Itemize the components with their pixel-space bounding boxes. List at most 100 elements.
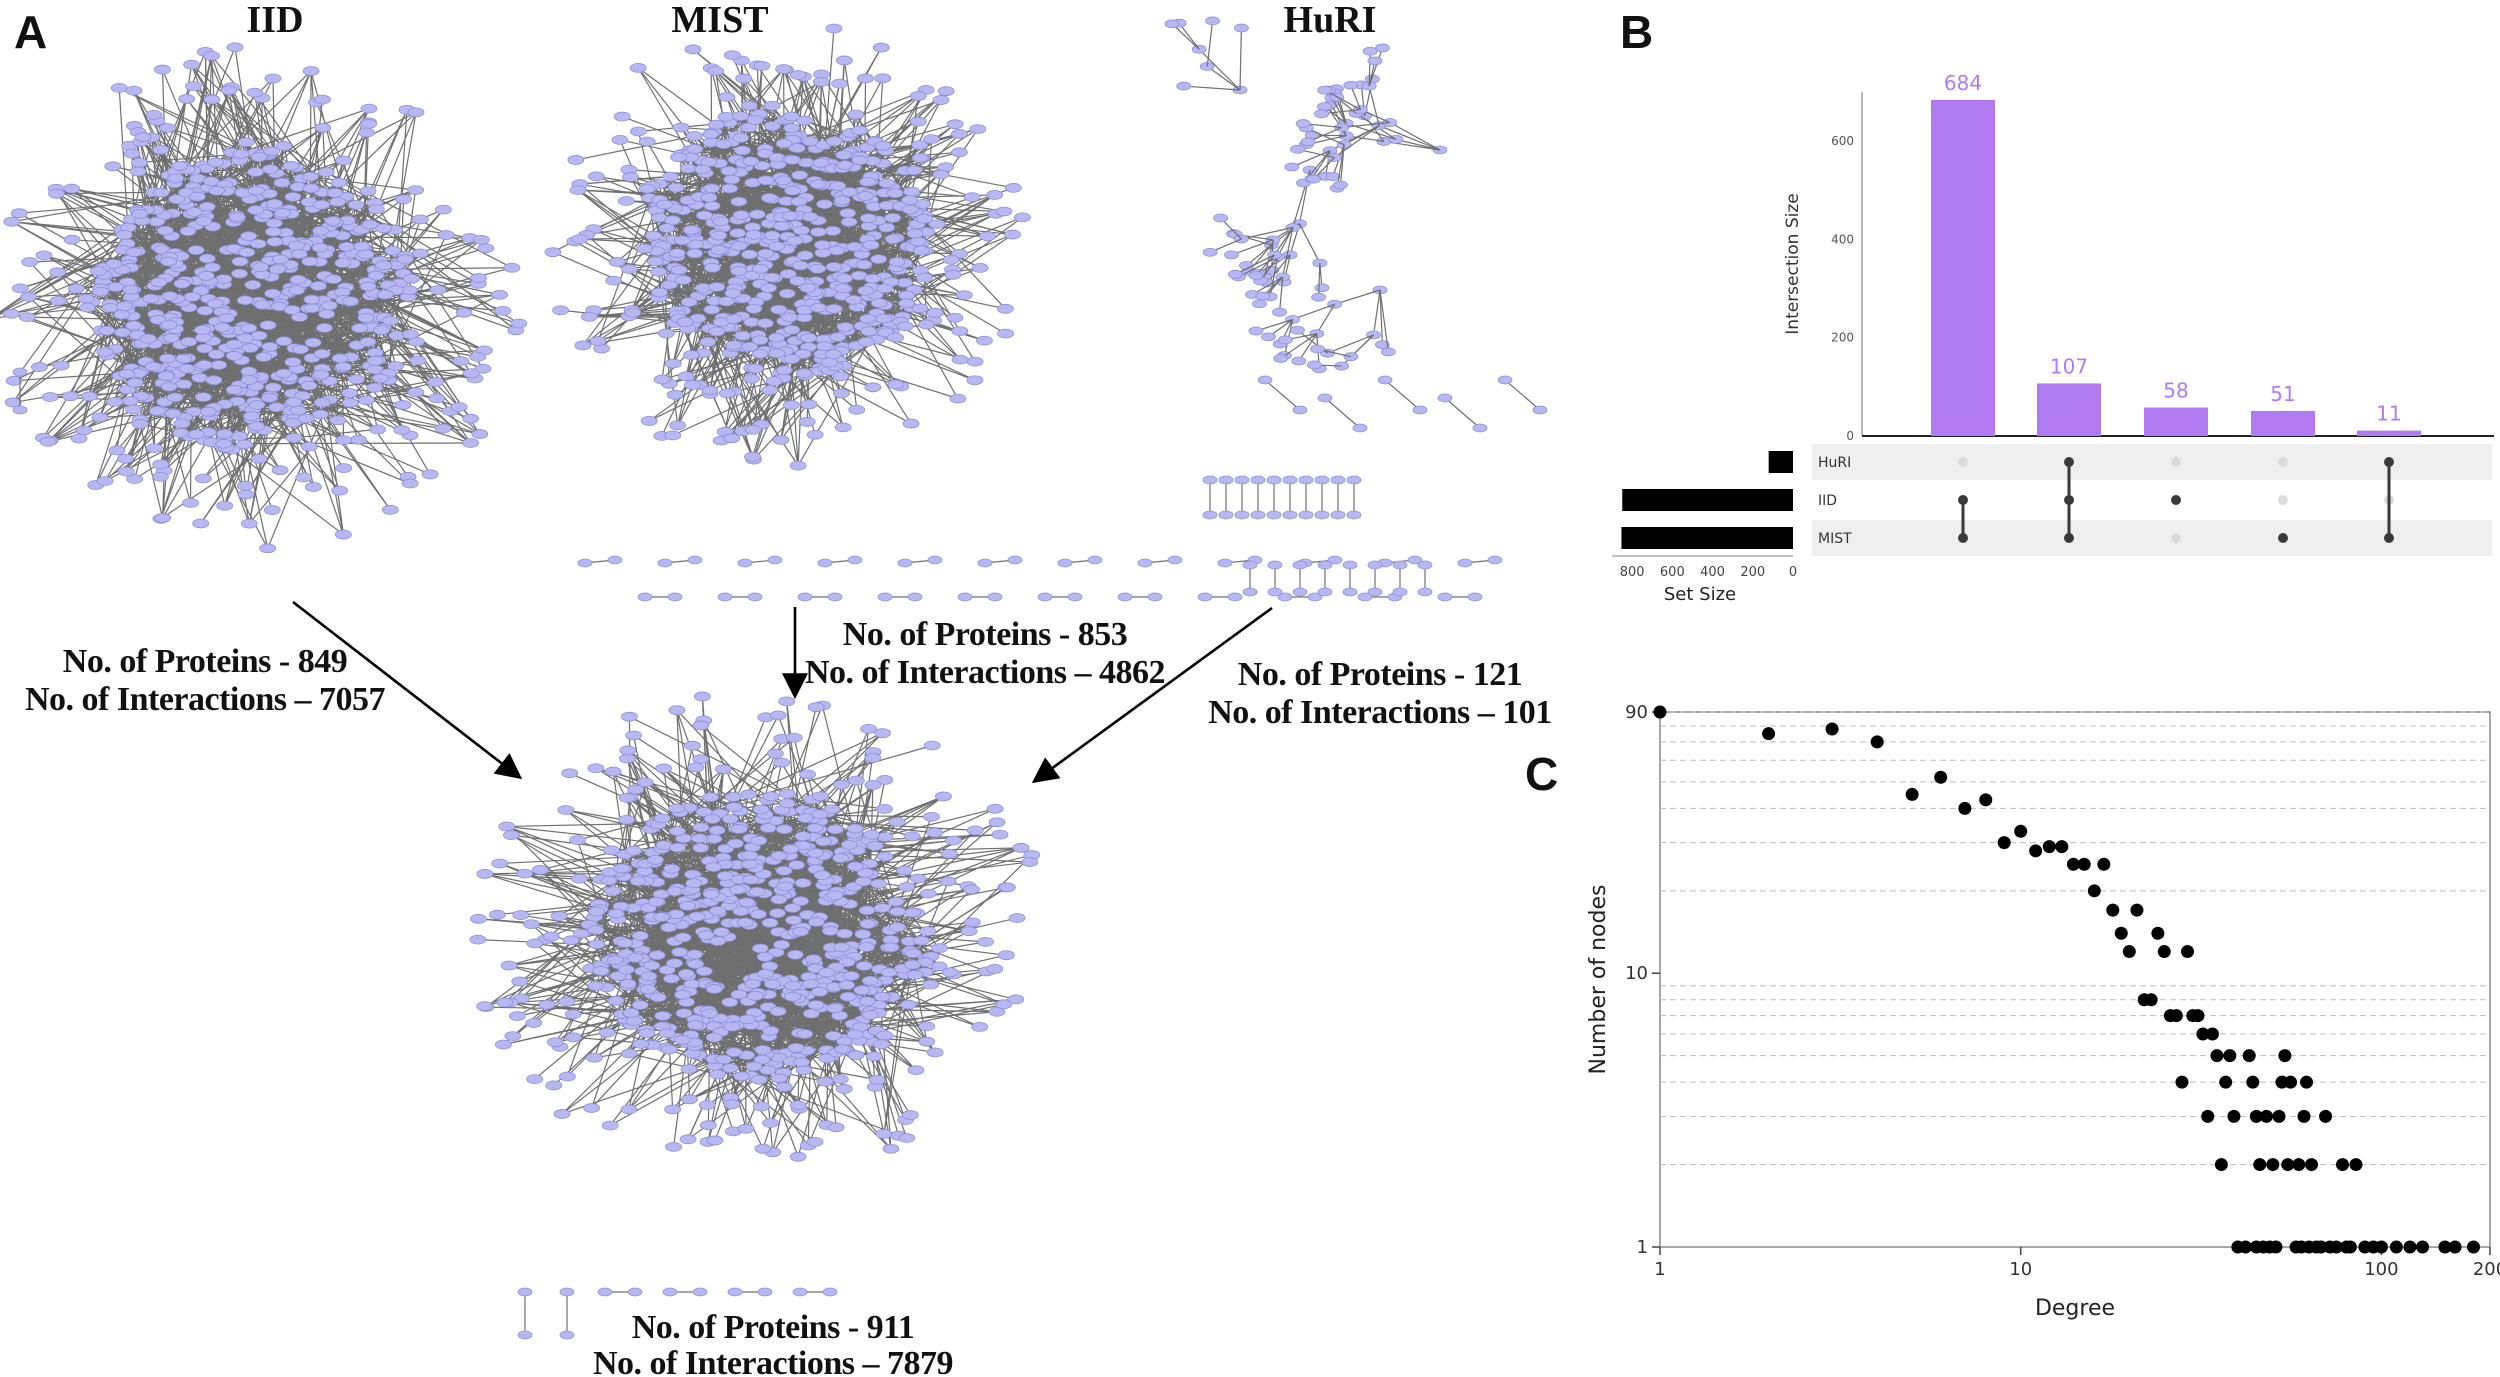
protein-node [250,453,268,464]
protein-node [261,164,279,175]
network-edge [231,449,344,536]
protein-node [39,436,57,447]
protein-node [160,381,178,392]
network-edge [1327,334,1374,354]
protein-node [268,402,285,413]
protein-node [1057,558,1073,568]
protein-node [778,288,796,299]
protein-node [784,154,801,165]
protein-node [836,322,854,332]
protein-node [926,307,944,318]
protein-node [1197,592,1213,602]
protein-node [231,268,248,279]
protein-node [806,429,824,440]
network-edge [1316,303,1336,334]
protein-node [789,70,807,80]
protein-node [831,78,848,89]
protein-node [664,358,682,369]
protein-node [179,226,197,237]
protein-node [205,375,223,386]
protein-node [977,558,993,568]
network-edge [1324,397,1361,429]
protein-node [825,136,843,147]
protein-node [839,208,857,219]
protein-node [173,418,191,429]
protein-node [1457,558,1473,568]
protein-node [195,359,213,370]
protein-node [708,326,726,337]
protein-node [574,340,592,351]
protein-node [997,303,1014,314]
protein-node [311,242,329,253]
protein-node [636,243,653,254]
protein-node [428,393,446,404]
panel-label-a: A [14,6,47,58]
protein-node [335,435,352,446]
protein-node [334,529,352,540]
protein-node [341,296,359,307]
network-edge [13,218,132,382]
protein-node [685,131,703,141]
protein-node [216,500,234,511]
protein-node [905,165,923,176]
protein-node [452,356,470,366]
protein-node [997,328,1015,339]
protein-node [1380,347,1396,357]
protein-node [667,592,683,602]
protein-node [117,453,134,464]
protein-node [788,143,806,154]
protein-node [864,273,882,284]
protein-node [250,152,268,162]
protein-node [730,241,748,251]
protein-node [316,323,333,333]
protein-node [781,312,799,323]
protein-node [403,273,420,284]
protein-node [872,42,890,53]
protein-node [30,362,48,372]
network-edge [312,277,479,344]
protein-node [183,291,201,302]
protein-node [741,249,758,260]
protein-node [783,400,800,411]
protein-node [851,155,869,166]
protein-node [63,183,81,194]
protein-node [821,357,838,368]
protein-node [266,198,283,209]
protein-node [718,92,736,102]
network-edge [321,204,472,420]
protein-node [113,309,131,320]
protein-node [1242,560,1258,570]
protein-node [367,204,385,215]
protein-node [877,592,893,602]
protein-node [207,157,224,168]
protein-node [730,196,748,207]
protein-node [657,328,675,339]
protein-node [607,555,623,565]
protein-node [878,178,896,189]
protein-node [605,275,623,286]
protein-node [1234,510,1250,520]
protein-node [848,404,866,415]
protein-node [4,397,22,408]
protein-node [682,225,700,235]
protein-node [320,300,338,311]
protein-node [860,326,878,337]
protein-node [1295,119,1311,128]
protein-node [703,183,721,194]
protein-node [874,73,892,84]
protein-node [923,134,941,145]
protein-node [152,187,170,198]
protein-node [757,175,775,186]
protein-node [742,156,760,167]
protein-node [857,337,875,347]
protein-node [1298,510,1314,520]
protein-node [798,416,816,427]
protein-node [150,277,168,288]
protein-node [715,139,733,150]
protein-node [734,330,751,341]
protein-node [720,166,738,176]
protein-node [96,347,114,357]
protein-node [703,304,721,315]
protein-node [259,320,277,331]
protein-node [295,472,313,483]
